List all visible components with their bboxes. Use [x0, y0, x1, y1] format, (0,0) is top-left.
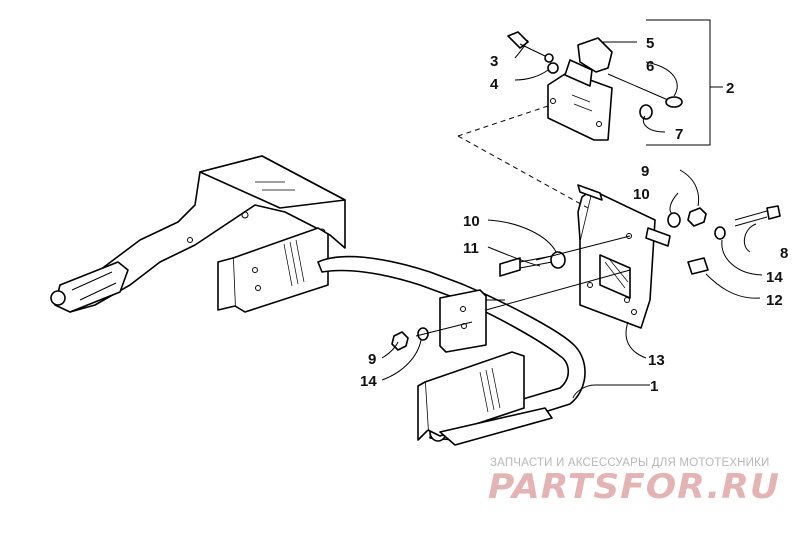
alignment-lines	[415, 105, 631, 337]
callout-9-lower: 9	[368, 351, 376, 368]
callout-14-lower: 14	[360, 373, 377, 390]
callout-14-right: 14	[766, 269, 783, 286]
callout-10-left: 10	[463, 213, 480, 230]
callout-7: 7	[675, 126, 683, 143]
frame-clamp-bracket	[439, 289, 487, 353]
lower-mount-plate	[417, 351, 553, 446]
callout-4: 4	[490, 76, 499, 93]
callout-3: 3	[490, 53, 498, 70]
callout-8: 8	[780, 245, 788, 262]
left-mount-plate	[217, 227, 329, 313]
watermark-logo: PARTSFOR.RU	[488, 467, 780, 507]
callout-2: 2	[726, 80, 734, 97]
callout-labels: 1 2 3 4 5 6 7 8 9 10 14 12 10 11 13 9 14	[360, 35, 788, 395]
callout-6: 6	[646, 58, 654, 75]
callout-5: 5	[646, 35, 654, 52]
latch-assembly	[507, 31, 683, 141]
mounting-plate	[577, 184, 671, 329]
callout-9-upper: 9	[641, 163, 649, 180]
watermark-tagline: ЗАПЧАСТИ И АКСЕССУАРЫ ДЛЯ МОТОТЕХНИКИ	[490, 457, 770, 469]
leader-lines	[381, 19, 763, 399]
hardware-fasteners	[391, 205, 781, 351]
callout-10-upper: 10	[633, 186, 650, 203]
callout-12: 12	[766, 292, 783, 309]
callout-11: 11	[463, 240, 479, 257]
callout-13: 13	[648, 352, 665, 369]
hood-mount-bracket	[50, 155, 346, 313]
callout-1: 1	[650, 378, 658, 395]
watermark: ЗАПЧАСТИ И АКСЕССУАРЫ ДЛЯ МОТОТЕХНИКИ PA…	[488, 457, 780, 507]
